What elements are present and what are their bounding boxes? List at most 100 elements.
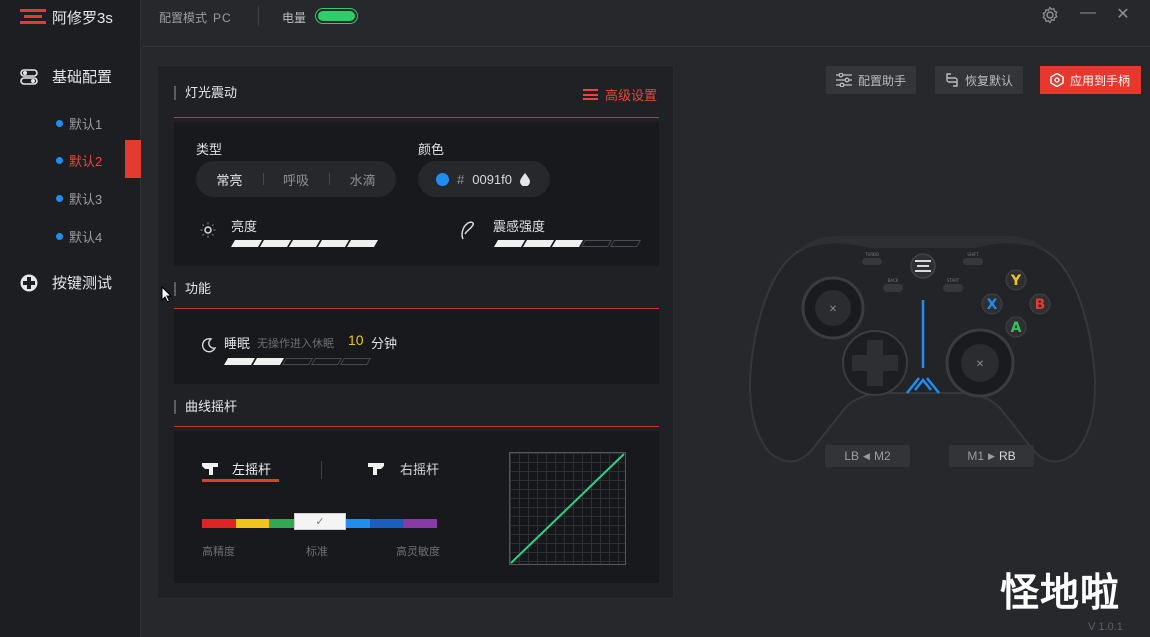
lb-label: LB — [844, 449, 860, 463]
menu-icon — [582, 89, 598, 100]
section-divider — [174, 117, 659, 118]
curve-box: 左摇杆 右摇杆 ✓ 高精度 标准 高灵敏度 — [174, 431, 659, 583]
tab-right-stick-label: 右摇杆 — [400, 462, 440, 477]
tab-right-stick[interactable]: 右摇杆 — [368, 459, 439, 478]
config-assistant-button[interactable]: 配置助手 — [826, 66, 917, 94]
sliders-icon — [836, 73, 852, 87]
vibration-segment[interactable] — [522, 240, 555, 247]
profile-item-2[interactable]: 默认2 — [56, 151, 102, 170]
profile-label: 默认3 — [69, 192, 103, 207]
close-icon[interactable]: ✕ — [1116, 6, 1130, 23]
section-divider — [174, 426, 659, 427]
shift-label: SHIFT — [967, 252, 979, 257]
config-mode-value: PC — [213, 11, 232, 25]
light-type-selector: 常亮 呼吸 水滴 — [196, 161, 396, 197]
tab-left-stick[interactable]: 左摇杆 — [202, 459, 271, 478]
toggle-icon — [20, 68, 38, 85]
profile-item-4[interactable]: 默认4 — [56, 227, 102, 246]
function-box — [174, 310, 659, 384]
vibration-segment[interactable] — [551, 240, 584, 247]
apply-to-controller-button[interactable]: 应用到手柄 — [1040, 66, 1141, 94]
sensitivity-knob[interactable]: ✓ — [294, 513, 346, 530]
battery-fill — [318, 11, 355, 21]
type-option-steady[interactable]: 常亮 — [216, 172, 243, 188]
profile-dot — [56, 157, 63, 164]
button-x: X — [987, 297, 998, 313]
restore-default-button[interactable]: 恢复默认 — [935, 66, 1024, 94]
brightness-segment[interactable] — [317, 240, 350, 247]
profile-dot — [56, 120, 63, 127]
minimize-icon[interactable]: — — [1080, 4, 1096, 21]
button-b: B — [1035, 297, 1046, 313]
spectrum-segment — [202, 519, 236, 528]
vibration-segment[interactable] — [609, 240, 642, 247]
battery-indicator — [315, 8, 358, 24]
gamepad-illustration: ✕ ✕ TURBO SHIFT BACK START Y X B A — [749, 236, 1096, 463]
brightness-segment[interactable] — [230, 240, 263, 247]
profile-item-3[interactable]: 默认3 — [56, 189, 102, 208]
vibration-segment[interactable] — [493, 240, 526, 247]
spectrum-segment — [336, 519, 370, 528]
sleep-hint: 无操作进入休眠 — [257, 338, 334, 350]
vibration-slider[interactable] — [493, 240, 642, 247]
response-curve-line — [510, 453, 625, 564]
color-hash: # — [457, 171, 465, 187]
sleep-segment[interactable] — [252, 358, 285, 365]
m1-rb-mapping[interactable]: M1 ▶ RB — [949, 445, 1034, 467]
sleep-segment[interactable] — [223, 358, 256, 365]
scale-left-label: 高精度 — [202, 546, 235, 558]
divider — [258, 6, 259, 26]
button-a: A — [1011, 320, 1022, 336]
brightness-label: 亮度 — [231, 219, 258, 234]
profile-label: 默认1 — [69, 117, 103, 132]
arrow-left-icon: ◀ — [863, 450, 870, 461]
nav-basic-config-label: 基础配置 — [52, 69, 113, 86]
app-logo: 阿修罗3s — [20, 6, 113, 28]
nav-key-test[interactable]: 按键测试 — [20, 272, 112, 293]
sleep-value: 10 — [348, 332, 364, 348]
svg-text:✕: ✕ — [976, 359, 984, 370]
nav-basic-config[interactable]: 基础配置 — [20, 66, 112, 87]
type-option-breathing[interactable]: 呼吸 — [262, 170, 330, 189]
rb-label: RB — [998, 449, 1016, 463]
settings-panel: 灯光震动 高级设置 类型 颜色 常亮 呼吸 水滴 # 0091f0 亮度 — [157, 65, 674, 599]
profile-label: 默认2 — [69, 154, 103, 169]
response-curve-graph[interactable] — [509, 452, 626, 565]
type-option-droplet[interactable]: 水滴 — [329, 170, 396, 189]
lb-m2-mapping[interactable]: LB ◀ M2 — [825, 445, 910, 467]
section-divider — [174, 308, 659, 309]
advanced-settings-label: 高级设置 — [604, 88, 657, 103]
sleep-segment[interactable] — [339, 358, 372, 365]
app-title: 阿修罗3s — [52, 9, 113, 27]
function-title: 功能 — [174, 282, 211, 296]
tab-left-stick-label: 左摇杆 — [232, 462, 272, 477]
sleep-segment[interactable] — [310, 358, 343, 365]
vibration-icon — [461, 221, 474, 240]
vibration-segment[interactable] — [580, 240, 613, 247]
dpad-cross-icon — [20, 274, 38, 291]
sleep-slider[interactable] — [223, 358, 372, 365]
spectrum-segment — [235, 519, 270, 528]
arrow-right-icon: ▶ — [988, 450, 995, 461]
profile-item-1[interactable]: 默认1 — [56, 114, 102, 133]
advanced-settings-button[interactable]: 高级设置 — [582, 85, 657, 104]
light-vibration-title: 灯光震动 — [174, 86, 237, 100]
profile-label: 默认4 — [69, 230, 103, 245]
color-label: 颜色 — [418, 142, 445, 157]
svg-text:✕: ✕ — [829, 304, 837, 315]
joystick-icon — [368, 462, 384, 475]
brightness-segment[interactable] — [346, 240, 379, 247]
color-picker[interactable]: # 0091f0 — [418, 161, 550, 197]
check-icon: ✓ — [315, 516, 325, 528]
settings-gear-icon[interactable] — [1039, 6, 1061, 29]
sleep-segment[interactable] — [281, 358, 314, 365]
brightness-segment[interactable] — [288, 240, 321, 247]
brightness-segment[interactable] — [259, 240, 292, 247]
divider — [321, 461, 322, 479]
apply-to-controller-label: 应用到手柄 — [1070, 73, 1131, 88]
active-indicator — [125, 140, 141, 178]
nav-key-test-label: 按键测试 — [52, 275, 113, 292]
brightness-slider[interactable] — [230, 240, 379, 247]
color-hex-value: 0091f0 — [472, 171, 512, 187]
